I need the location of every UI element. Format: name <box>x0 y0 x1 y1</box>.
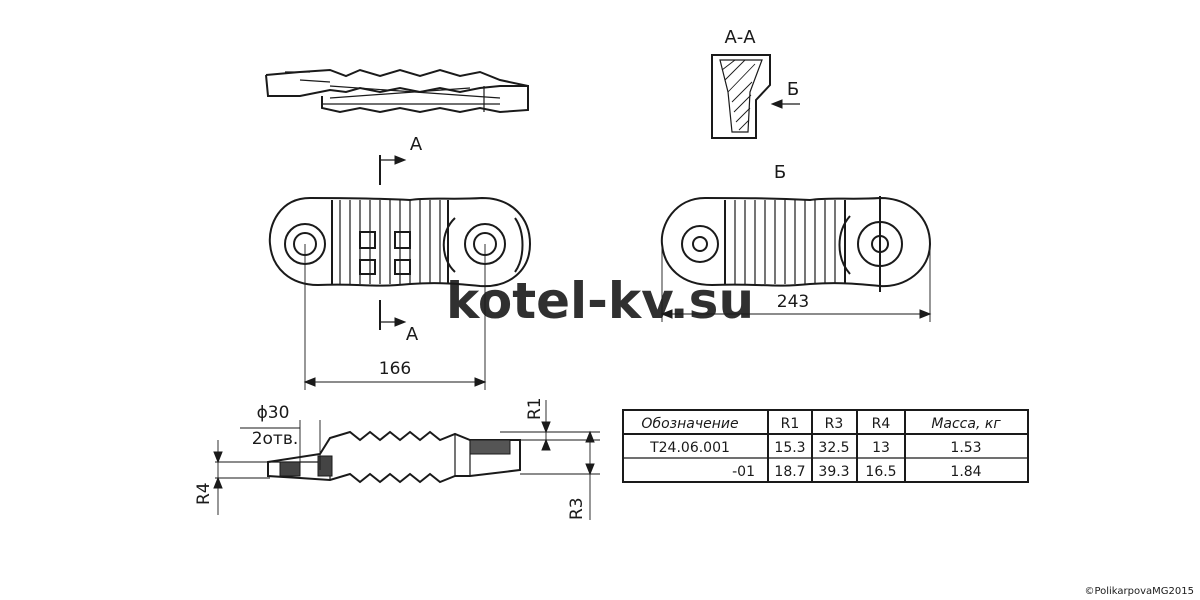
copyright: ©PolikarpovaMG2015 <box>1084 586 1194 597</box>
section-a-a: А-А Б <box>711 27 800 139</box>
watermark: kotel-kv.su <box>446 272 754 330</box>
section-title: А-А <box>724 27 756 48</box>
view-b: Б <box>660 162 932 292</box>
dim-r4-label: R4 <box>194 482 214 505</box>
dim-diameter-label: ϕ30 <box>257 403 290 423</box>
dim-166-label: 166 <box>379 359 411 379</box>
table-cell: 15.3 <box>774 440 805 456</box>
table-cell: 39.3 <box>818 464 849 480</box>
arrow-b-label: Б <box>787 79 799 100</box>
table-cell: 18.7 <box>774 464 805 480</box>
view-b-label: Б <box>774 162 786 183</box>
table-header-mass: Масса, кг <box>931 416 1001 432</box>
dim-243-label: 243 <box>777 292 809 312</box>
dim-r1-label: R1 <box>525 397 545 420</box>
top-elevation-view <box>265 68 529 114</box>
table-cell: 16.5 <box>865 464 896 480</box>
cut-label-bottom: А <box>406 324 419 345</box>
table-cell: 32.5 <box>818 440 849 456</box>
table-header-r3: R3 <box>825 416 844 432</box>
side-section-view: ϕ30 2отв. <box>240 403 521 484</box>
table-cell: 13 <box>872 440 890 456</box>
table-header-r1: R1 <box>781 416 800 432</box>
table-cell: -01 <box>732 464 755 480</box>
dimension-166: 166 <box>303 244 487 390</box>
table-cell: 1.53 <box>950 440 981 456</box>
table-header-r4: R4 <box>872 416 891 432</box>
dim-r3-label: R3 <box>567 497 587 520</box>
dim-holes-label: 2отв. <box>252 429 299 449</box>
table-cell: Т24.06.001 <box>649 440 730 456</box>
cut-label-top: А <box>410 134 423 155</box>
table-cell: 1.84 <box>950 464 981 480</box>
spec-table: Обозначение R1 R3 R4 Масса, кг Т24.06.00… <box>622 409 1029 483</box>
radius-dimensions: R4 R1 R3 <box>194 397 600 520</box>
dimension-243: 243 <box>660 244 932 322</box>
table-header-designation: Обозначение <box>641 416 738 432</box>
